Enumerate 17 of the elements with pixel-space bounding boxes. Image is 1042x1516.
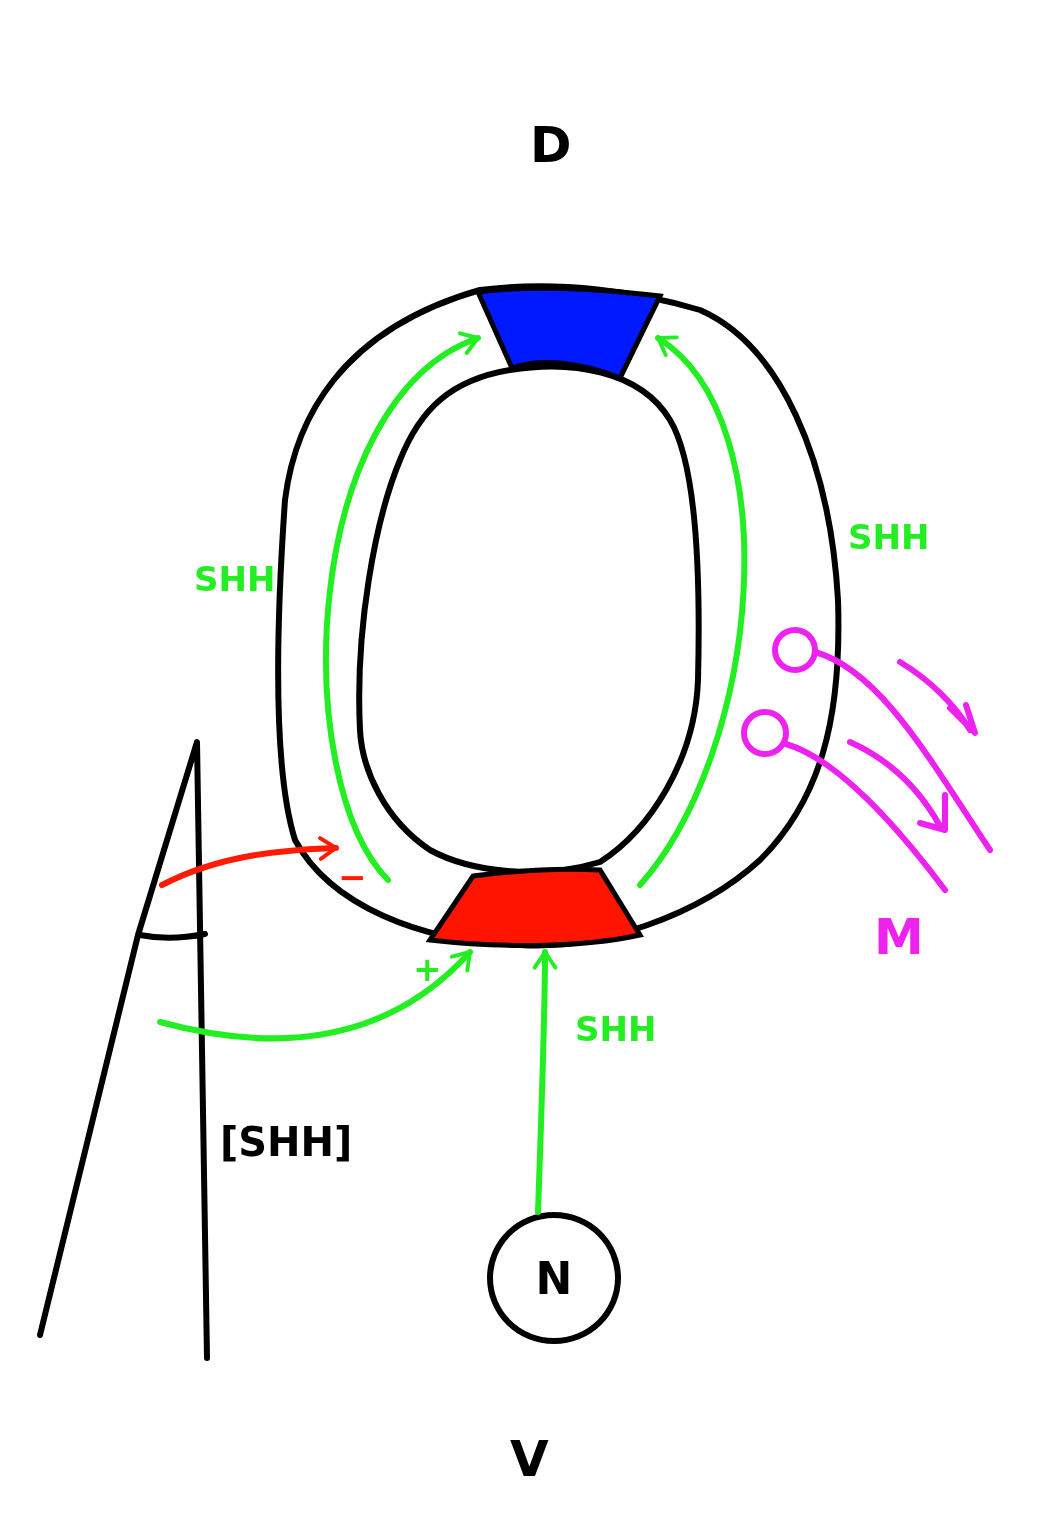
edge-label: SHH [848,520,930,554]
axis-label: V [510,1434,549,1484]
edge-label: SHH [575,1012,657,1046]
arrow [159,836,339,888]
arrow [157,949,473,1042]
migrating-cell [770,626,996,854]
node-label: N [535,1252,573,1304]
edge-label: − [338,860,367,894]
arrow [532,949,558,1215]
edge-label: SHH [194,562,276,596]
cell-label: M [874,912,924,962]
axis-label: D [530,120,572,170]
migrating-cell [740,708,950,895]
edge-label: + [413,952,442,986]
arrow [323,334,481,883]
arrow [637,335,747,888]
node-caption: [SHH] [220,1122,353,1162]
